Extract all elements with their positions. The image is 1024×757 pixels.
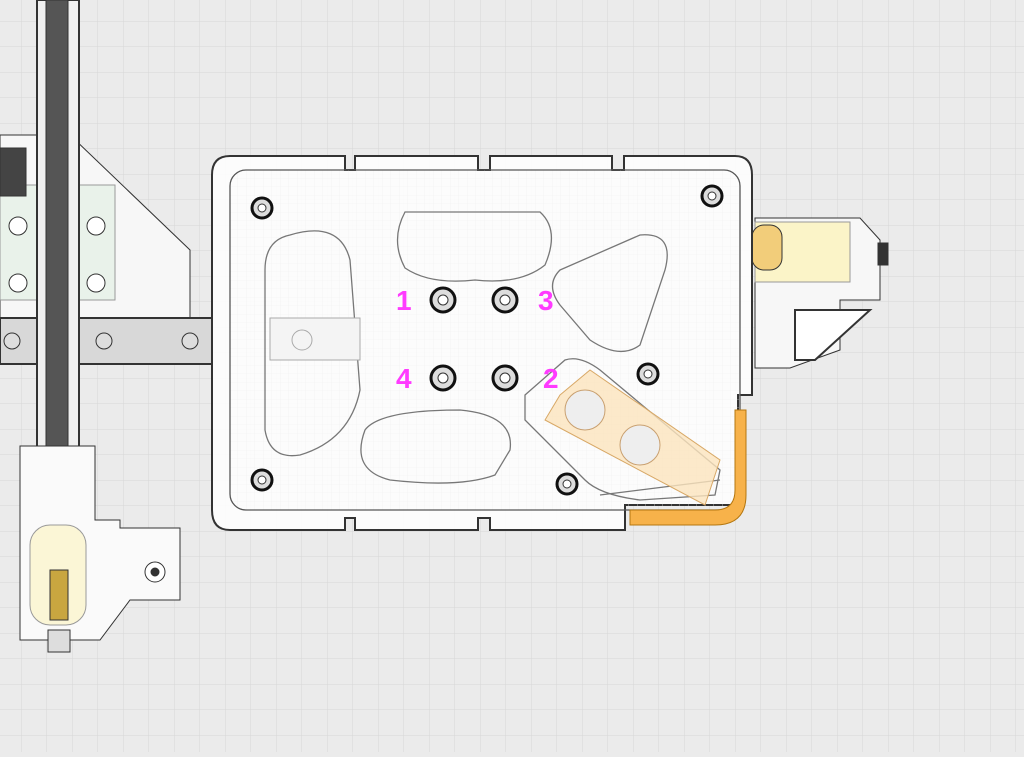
screw-label-4: 4 xyxy=(396,363,412,394)
screw xyxy=(491,364,519,392)
screw xyxy=(700,184,724,208)
screw xyxy=(491,286,519,314)
screw-label-3: 3 xyxy=(538,285,554,316)
screw xyxy=(250,468,274,492)
screw-label-1: 1 xyxy=(396,285,412,316)
screw-label-2: 2 xyxy=(543,363,559,394)
main-plate xyxy=(211,155,753,531)
screw xyxy=(429,286,457,314)
screws xyxy=(250,184,724,496)
screw xyxy=(555,472,579,496)
screw xyxy=(636,362,660,386)
right-endstop xyxy=(751,217,889,369)
left-carriage xyxy=(0,0,213,653)
screw xyxy=(250,196,274,220)
screw xyxy=(429,364,457,392)
